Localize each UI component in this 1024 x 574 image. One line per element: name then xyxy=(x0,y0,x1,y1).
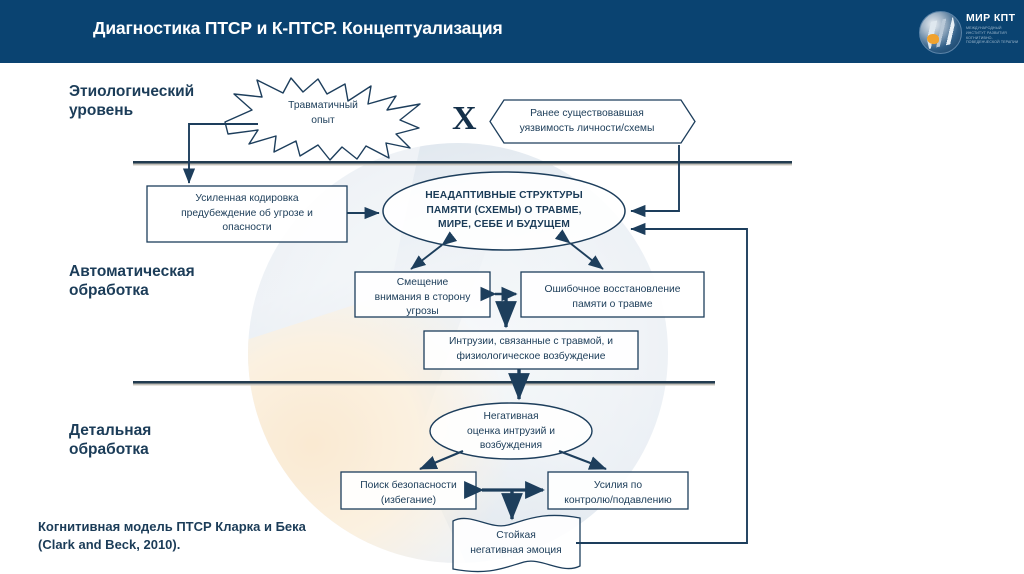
arrow-appraisal-to-control xyxy=(558,449,607,471)
node-label-appraisal: Негативная оценка интрузий и возбуждения xyxy=(467,411,555,451)
node-encoding xyxy=(146,185,348,243)
node-label-faulty-recall: Ошибочное восстановление памяти о травме xyxy=(544,284,681,310)
node-control-efforts xyxy=(547,471,689,510)
node-label-control-efforts: Усилия по контролю/подавлению xyxy=(564,480,672,506)
logo-name: МИР КПТ xyxy=(966,12,1016,24)
node-label-safety-seeking: Поиск безопасности (избегание) xyxy=(360,480,457,506)
node-persistent-emotion xyxy=(452,514,581,573)
logo-subtitle: МЕЖДУНАРОДНЫЙ ИНСТИТУТ РАЗВИТИЯ КОГНИТИВ… xyxy=(966,26,1019,45)
page-title: Диагностика ПТСР и К-ПТСР. Концептуализа… xyxy=(93,18,503,38)
node-label-vulnerability: Ранее существовавшая уязвимость личности… xyxy=(519,108,655,134)
arrow-memory-faulty-recall xyxy=(554,229,604,270)
divider-automatic-elaborative xyxy=(133,381,715,386)
node-label-encoding: Усиленная кодировка предубеждение об угр… xyxy=(181,193,313,233)
node-intrusions xyxy=(423,330,639,370)
arrow-vulnerability-to-memory xyxy=(630,145,680,218)
brand-logo: МИР КПТ МЕЖДУНАРОДНЫЙ ИНСТИТУТ РАЗВИТИЯ … xyxy=(919,9,1019,55)
slide-header: Диагностика ПТСР и К-ПТСР. Концептуализа… xyxy=(0,0,1024,63)
node-trauma xyxy=(224,77,421,161)
level-label-automatic: Автоматическая обработка xyxy=(69,263,195,299)
arrow-memory-attention-bias xyxy=(410,231,458,270)
divider-etiological-automatic xyxy=(133,161,792,166)
node-label-memory: НЕАДАПТИВНЫЕ СТРУКТУРЫ ПАМЯТИ (СХЕМЫ) О … xyxy=(425,190,583,230)
level-label-etiological: Этиологический уровень xyxy=(69,83,195,119)
arrow-appraisal-to-safety xyxy=(419,449,464,471)
level-label-elaborative: Детальная обработка xyxy=(69,422,152,458)
node-vulnerability xyxy=(489,99,696,144)
node-label-persistent-emotion: Стойкая негативная эмоция xyxy=(470,530,562,556)
figure-caption: Когнитивная модель ПТСР Кларка и Бека (C… xyxy=(38,519,306,552)
logo-text-block: МИР КПТ МЕЖДУНАРОДНЫЙ ИНСТИТУТ РАЗВИТИЯ … xyxy=(966,13,1019,45)
node-label-trauma: Травматичный опыт xyxy=(288,100,358,126)
node-safety-seeking xyxy=(340,471,477,510)
node-appraisal xyxy=(429,402,593,460)
node-label-attention-bias: Смещение внимания в сторону угрозы xyxy=(374,277,471,317)
cross-mark-icon: X xyxy=(452,100,477,137)
arrow-trauma-to-encoding xyxy=(182,123,258,184)
globe-icon xyxy=(919,11,962,54)
arrow-feedback-emotion-to-memory xyxy=(576,222,748,544)
node-faulty-recall xyxy=(520,271,705,318)
node-label-intrusions: Интрузии, связанные с травмой, и физиоло… xyxy=(449,336,613,362)
